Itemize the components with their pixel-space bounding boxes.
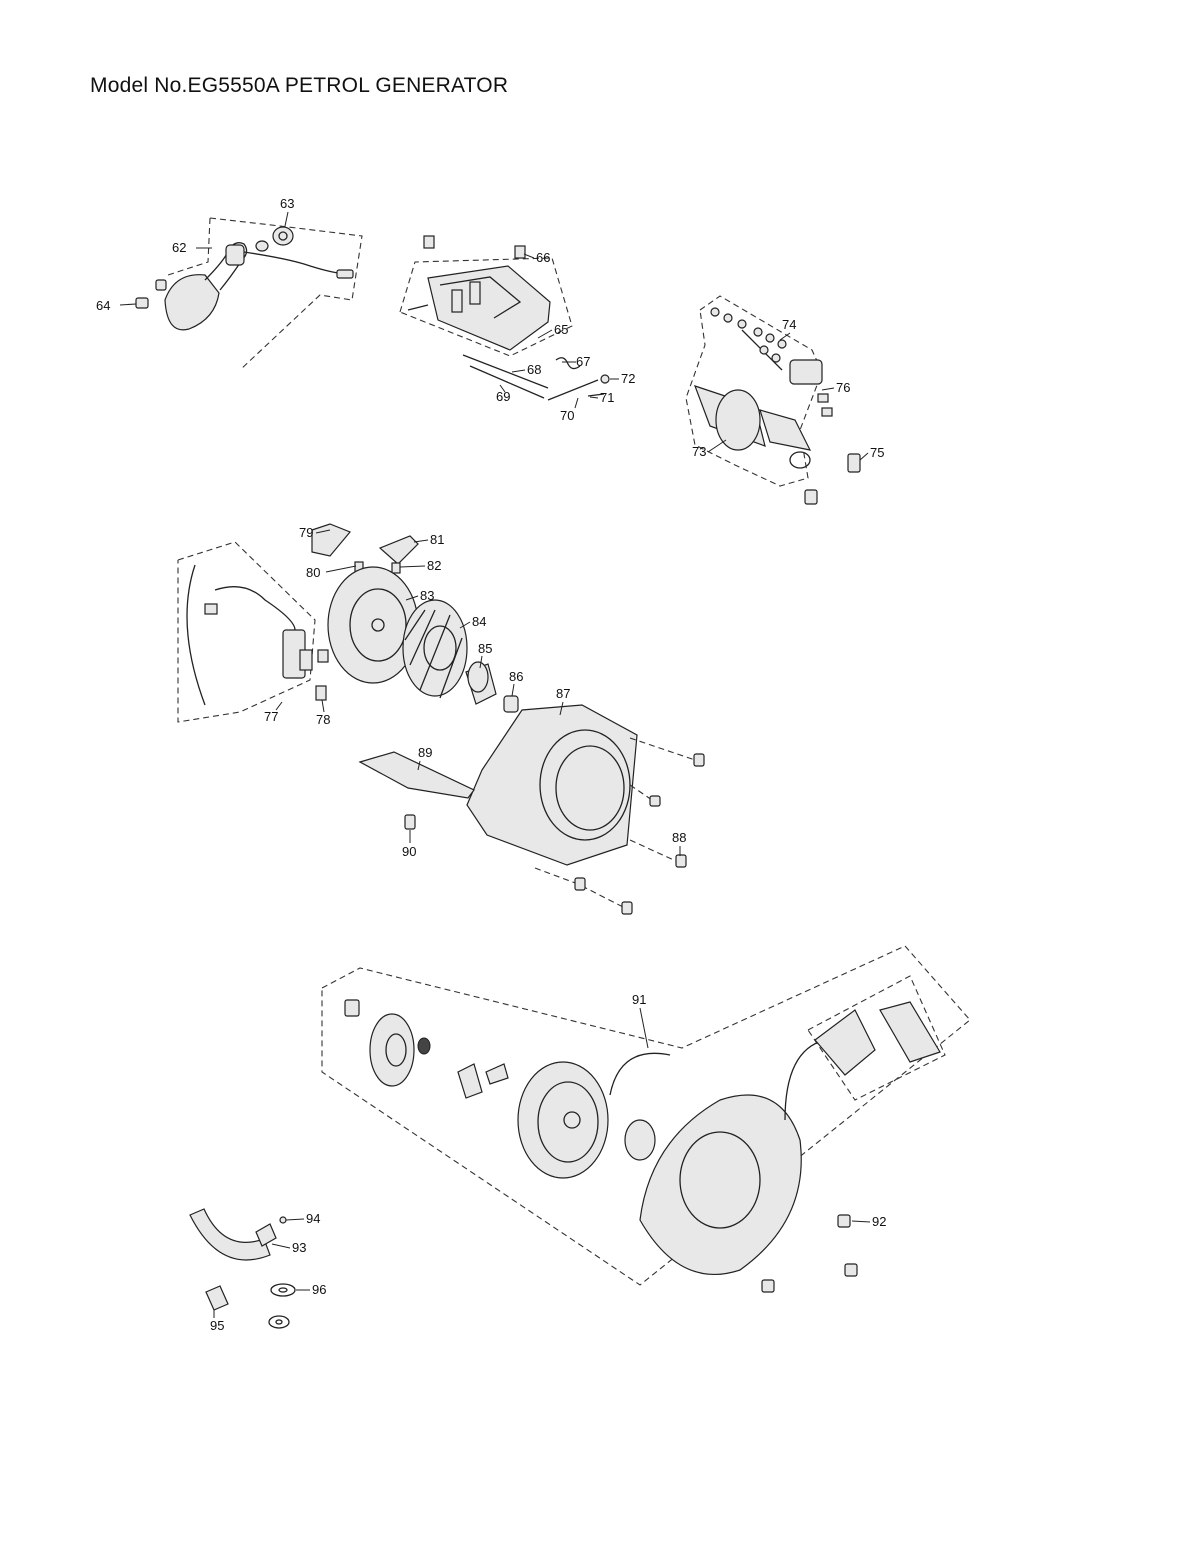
part-label-79: 79	[299, 525, 313, 540]
part-label-71: 71	[600, 390, 614, 405]
part-label-75: 75	[870, 445, 884, 460]
leader-line-92	[851, 1220, 871, 1223]
part-label-94: 94	[306, 1211, 320, 1226]
leader-line-84	[459, 621, 471, 629]
fan-cover-drawing	[358, 704, 705, 915]
leader-line-93	[271, 1243, 291, 1249]
clamp-washers-drawing	[189, 1208, 296, 1329]
part-label-80: 80	[306, 565, 320, 580]
leader-line-81	[413, 539, 429, 543]
part-label-88: 88	[672, 830, 686, 845]
leader-line-86	[511, 683, 515, 697]
part-label-77: 77	[264, 709, 278, 724]
part-label-85: 85	[478, 641, 492, 656]
part-label-83: 83	[420, 588, 434, 603]
part-label-82: 82	[427, 558, 441, 573]
part-label-74: 74	[782, 317, 796, 332]
leader-line-83	[405, 595, 419, 601]
part-label-95: 95	[210, 1318, 224, 1333]
leader-line-71	[589, 396, 599, 399]
leader-line-94	[285, 1218, 305, 1221]
starter-motor-drawing	[685, 295, 861, 505]
leader-line-63	[284, 211, 289, 227]
part-label-68: 68	[527, 362, 541, 377]
leader-line-64	[119, 303, 137, 306]
shroud-governor-drawing	[399, 235, 610, 401]
page-title: Model No.EG5550A PETROL GENERATOR	[90, 74, 509, 97]
leader-line-65	[537, 329, 553, 339]
part-label-73: 73	[692, 444, 706, 459]
leader-line-75	[859, 452, 869, 461]
part-label-70: 70	[560, 408, 574, 423]
recoil-starter-drawing	[321, 945, 971, 1293]
part-label-62: 62	[172, 240, 186, 255]
leader-line-79	[315, 529, 331, 534]
part-label-66: 66	[536, 250, 550, 265]
part-label-72: 72	[621, 371, 635, 386]
leader-line-76	[821, 387, 835, 391]
part-label-69: 69	[496, 389, 510, 404]
part-label-89: 89	[418, 745, 432, 760]
part-label-92: 92	[872, 1214, 886, 1229]
leader-line-82	[399, 565, 426, 568]
flywheel-fan-drawing	[177, 523, 519, 723]
leader-line-77	[275, 701, 283, 711]
part-label-67: 67	[576, 354, 590, 369]
leader-line-78	[321, 699, 325, 713]
part-label-90: 90	[402, 844, 416, 859]
leader-line-74	[779, 332, 791, 341]
part-label-87: 87	[556, 686, 570, 701]
part-label-93: 93	[292, 1240, 306, 1255]
leader-line-85	[479, 655, 483, 669]
part-label-81: 81	[430, 532, 444, 547]
leader-line-69	[499, 384, 506, 393]
leader-line-68	[511, 369, 526, 373]
part-labels: 62 63 64 65 66 67 68 69 70 71 72 73 74 75 76 77 78 79 80 81…	[96, 196, 886, 1333]
leader-line-91	[639, 1007, 649, 1049]
leader-line-73	[707, 439, 727, 453]
leader-line-87	[559, 701, 564, 716]
part-label-96: 96	[312, 1282, 326, 1297]
part-label-91: 91	[632, 992, 646, 1007]
part-label-86: 86	[509, 669, 523, 684]
leader-line-66	[523, 253, 535, 259]
part-label-64: 64	[96, 298, 110, 313]
part-label-63: 63	[280, 196, 294, 211]
part-label-84: 84	[472, 614, 486, 629]
part-label-78: 78	[316, 712, 330, 727]
leader-line-80	[325, 565, 357, 573]
ignition-coil-assembly-drawing	[135, 217, 363, 371]
leader-line-89	[417, 760, 421, 771]
part-label-65: 65	[554, 322, 568, 337]
part-label-76: 76	[836, 380, 850, 395]
leader-line-70	[574, 397, 579, 409]
